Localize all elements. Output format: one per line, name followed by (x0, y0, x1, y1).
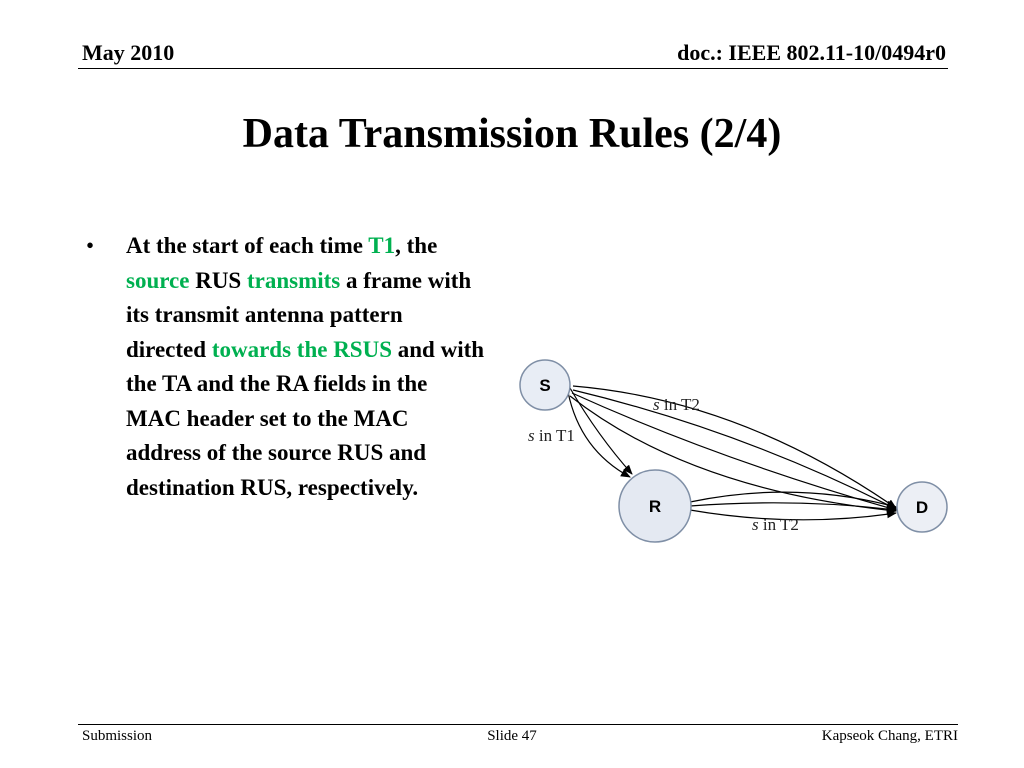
slide-title: Data Transmission Rules (2/4) (242, 111, 782, 157)
edge-label-rest: in T2 (759, 515, 799, 534)
node-d: D (896, 481, 948, 533)
bullet-marker: • (86, 233, 95, 258)
edge-label-rest: in T1 (535, 426, 575, 445)
edge-label-var: s (752, 515, 759, 534)
footer-slide-number: Slide 47 (487, 728, 537, 744)
edge-label-r-d: s in T2 (752, 515, 799, 534)
bullet-run-plain: RUS (189, 267, 247, 293)
edge-label-var: s (528, 426, 535, 445)
header-divider (78, 68, 948, 69)
relay-diagram: S R D s in T2 s in T1 s in T2 (519, 359, 948, 543)
edge-label-var: s (653, 395, 660, 414)
node-r: R (618, 469, 692, 543)
edge-label-rest: in T2 (660, 395, 700, 414)
bullet-run-highlight: transmits (246, 267, 341, 293)
edge-s-d-1 (572, 385, 897, 509)
node-r-label: R (649, 497, 661, 516)
edge-s-d-4 (569, 395, 897, 515)
bullet-run-highlight: T1 (368, 233, 396, 258)
node-s-label: S (539, 376, 550, 395)
edge-r-d-3 (689, 509, 897, 521)
header-date: May 2010 (82, 40, 175, 65)
header-doc-id: doc.: IEEE 802.11-10/0494r0 (677, 40, 946, 65)
node-s: S (519, 359, 571, 411)
bullet-run-highlight: source (126, 267, 190, 293)
footer-divider (78, 724, 958, 725)
bullet-run-plain: and with the TA and the RA fields in the… (126, 336, 485, 500)
bullet-run-plain: At the start of each time (126, 233, 369, 258)
node-s-circle (519, 359, 571, 411)
edge-s-d-3 (571, 392, 897, 512)
node-r-circle (618, 469, 692, 543)
edge-s-r-1 (567, 391, 631, 478)
edge-r-d-2 (689, 502, 897, 513)
node-d-circle (896, 481, 948, 533)
node-d-label: D (916, 498, 928, 517)
footer-author: Kapseok Chang, ETRI (821, 728, 958, 744)
bullet-run-plain: , the (395, 233, 438, 258)
edge-r-d-1 (689, 491, 897, 509)
edge-s-d-2 (572, 389, 897, 510)
bullet-list: • At the start of each time T1, the sour… (86, 229, 486, 505)
edge-label-s-d: s in T2 (653, 395, 700, 414)
edge-s-r-2 (569, 387, 633, 475)
bullet-item: • At the start of each time T1, the sour… (86, 229, 486, 505)
edge-label-s-r: s in T1 (528, 426, 575, 445)
footer-submission: Submission (82, 728, 153, 744)
bullet-run-plain: a frame with its transmit antenna patter… (126, 267, 472, 362)
bullet-run-highlight: towards the RSUS (211, 336, 392, 362)
